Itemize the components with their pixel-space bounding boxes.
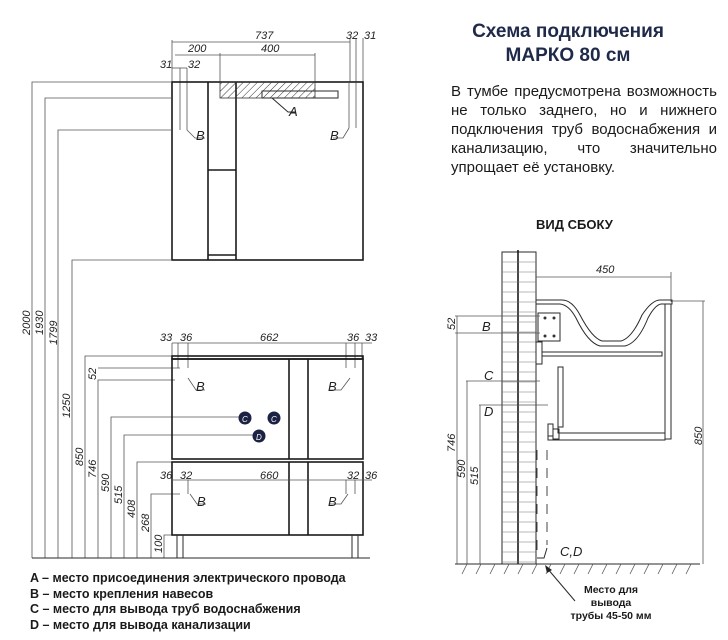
height-850: 850 bbox=[74, 447, 86, 466]
side-view: 450 850 52 746 590 515 B bbox=[446, 250, 705, 602]
marker-b-mirror-right: B bbox=[330, 128, 339, 143]
legend-item-c: C – место для вывода труб водоснабжения bbox=[30, 602, 301, 616]
floor-hatch-stroke bbox=[489, 563, 496, 575]
marker-b-top-left: B bbox=[196, 379, 205, 394]
dim-660: 660 bbox=[260, 470, 279, 482]
dim-36-right: 36 bbox=[347, 332, 360, 344]
side-dim-450: 450 bbox=[596, 264, 615, 276]
floor-hatch-stroke bbox=[587, 563, 594, 575]
floor-hatch-stroke bbox=[685, 563, 692, 575]
dim-32-left: 32 bbox=[188, 59, 200, 71]
side-dim-515: 515 bbox=[469, 466, 481, 485]
height-746: 746 bbox=[87, 459, 99, 478]
marker-b-mirror-left: B bbox=[196, 128, 205, 143]
floor-hatch-stroke bbox=[601, 563, 608, 575]
dim-36-lower-left: 36 bbox=[160, 470, 173, 482]
svg-text:D: D bbox=[256, 433, 262, 442]
side-dim-52: 52 bbox=[446, 318, 458, 330]
floor-hatch-stroke bbox=[573, 563, 580, 575]
height-1799: 1799 bbox=[48, 321, 60, 345]
side-marker-cd: C,D bbox=[560, 544, 582, 559]
legend-item-a: A – место присоединения электрического п… bbox=[30, 571, 346, 585]
page-title: Схема подключения МАРКО 80 см bbox=[448, 20, 688, 68]
title-line-2: МАРКО 80 см bbox=[505, 45, 631, 66]
side-marker-c: C bbox=[484, 368, 494, 383]
side-marker-d: D bbox=[484, 404, 493, 419]
pipe-outlet-note: Место для вывода трубы 45-50 мм bbox=[566, 584, 656, 623]
floor-hatch-stroke bbox=[629, 563, 636, 575]
floor-hatch-stroke bbox=[475, 563, 482, 575]
marker-b-bottom-left: B bbox=[197, 494, 206, 509]
height-515: 515 bbox=[113, 485, 125, 504]
dim-32-lower-left: 32 bbox=[180, 470, 192, 482]
floor-hatch-stroke bbox=[531, 563, 538, 575]
dim-52-front: 52 bbox=[87, 368, 99, 380]
side-dim-590: 590 bbox=[456, 459, 468, 478]
height-1930: 1930 bbox=[34, 310, 46, 335]
dim-662: 662 bbox=[260, 332, 278, 344]
marker-c-left: C bbox=[238, 411, 252, 425]
dim-36-lower-right: 36 bbox=[365, 470, 378, 482]
dim-36-left: 36 bbox=[180, 332, 193, 344]
marker-b-bottom-right: B bbox=[328, 494, 337, 509]
legend-item-b: B – место крепления навесов bbox=[30, 586, 214, 601]
brick-wall bbox=[501, 250, 537, 565]
side-view-title: ВИД СБОКУ bbox=[536, 217, 613, 232]
height-268: 268 bbox=[140, 513, 152, 533]
floor-hatch-stroke bbox=[643, 563, 650, 575]
side-dim-746: 746 bbox=[446, 433, 458, 452]
dim-31-left: 31 bbox=[160, 59, 172, 71]
floor-hatch-stroke bbox=[461, 563, 468, 575]
marker-a: A bbox=[288, 104, 298, 119]
height-590: 590 bbox=[100, 473, 112, 492]
description-text: В тумбе предусмотрена возможность не тол… bbox=[451, 83, 717, 176]
note-line-3: трубы 45-50 мм bbox=[570, 610, 652, 622]
dim-737: 737 bbox=[255, 30, 274, 42]
vanity-unit: 33 36 662 36 33 B B C C bbox=[160, 332, 378, 558]
height-100: 100 bbox=[153, 534, 165, 553]
floor-hatch-stroke bbox=[615, 563, 622, 575]
dim-32-lower-right: 32 bbox=[347, 470, 359, 482]
dim-400: 400 bbox=[261, 43, 280, 55]
height-dimensions: 2000 1930 1799 1250 850 746 52 590 515 4… bbox=[21, 81, 370, 559]
height-2000: 2000 bbox=[21, 310, 33, 336]
dim-31-right: 31 bbox=[364, 30, 376, 42]
side-dim-850: 850 bbox=[693, 426, 705, 445]
marker-c-right: C bbox=[267, 411, 281, 425]
height-408: 408 bbox=[126, 499, 138, 518]
mirror-cabinet: 737 200 400 31 32 32 31 A B B bbox=[160, 30, 376, 261]
dim-33-left: 33 bbox=[160, 332, 173, 344]
height-1250: 1250 bbox=[61, 393, 73, 418]
svg-text:C: C bbox=[242, 415, 248, 424]
floor-hatch-stroke bbox=[503, 563, 510, 575]
floor-hatch-stroke bbox=[559, 563, 566, 575]
marker-b-top-right: B bbox=[328, 379, 337, 394]
note-line-2: вывода bbox=[590, 597, 632, 609]
legend: A – место присоединения электрического п… bbox=[30, 571, 346, 633]
legend-item-d: D – место для вывода канализации bbox=[30, 617, 251, 632]
floor-hatch-stroke bbox=[517, 563, 524, 575]
dim-33-right: 33 bbox=[365, 332, 378, 344]
side-marker-b: B bbox=[482, 319, 491, 334]
dim-200: 200 bbox=[187, 43, 207, 55]
floor-hatch-stroke bbox=[657, 563, 664, 575]
title-line-1: Схема подключения bbox=[472, 21, 664, 42]
svg-text:C: C bbox=[271, 415, 277, 424]
dim-32-right: 32 bbox=[346, 30, 358, 42]
marker-d: D bbox=[252, 429, 266, 443]
floor-hatch-stroke bbox=[671, 563, 678, 575]
note-line-1: Место для bbox=[583, 584, 639, 596]
